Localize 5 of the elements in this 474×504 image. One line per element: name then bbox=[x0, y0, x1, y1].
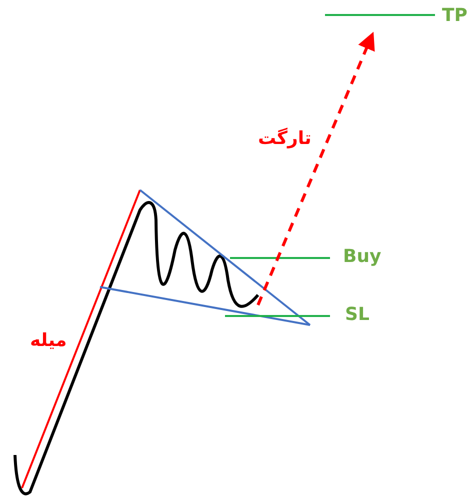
tp-label: TP bbox=[442, 7, 468, 25]
buy-label: Buy bbox=[343, 248, 382, 266]
target-label: تارگت bbox=[258, 130, 312, 148]
sl-label: SL bbox=[345, 306, 370, 324]
pole-label: میله bbox=[30, 332, 67, 350]
